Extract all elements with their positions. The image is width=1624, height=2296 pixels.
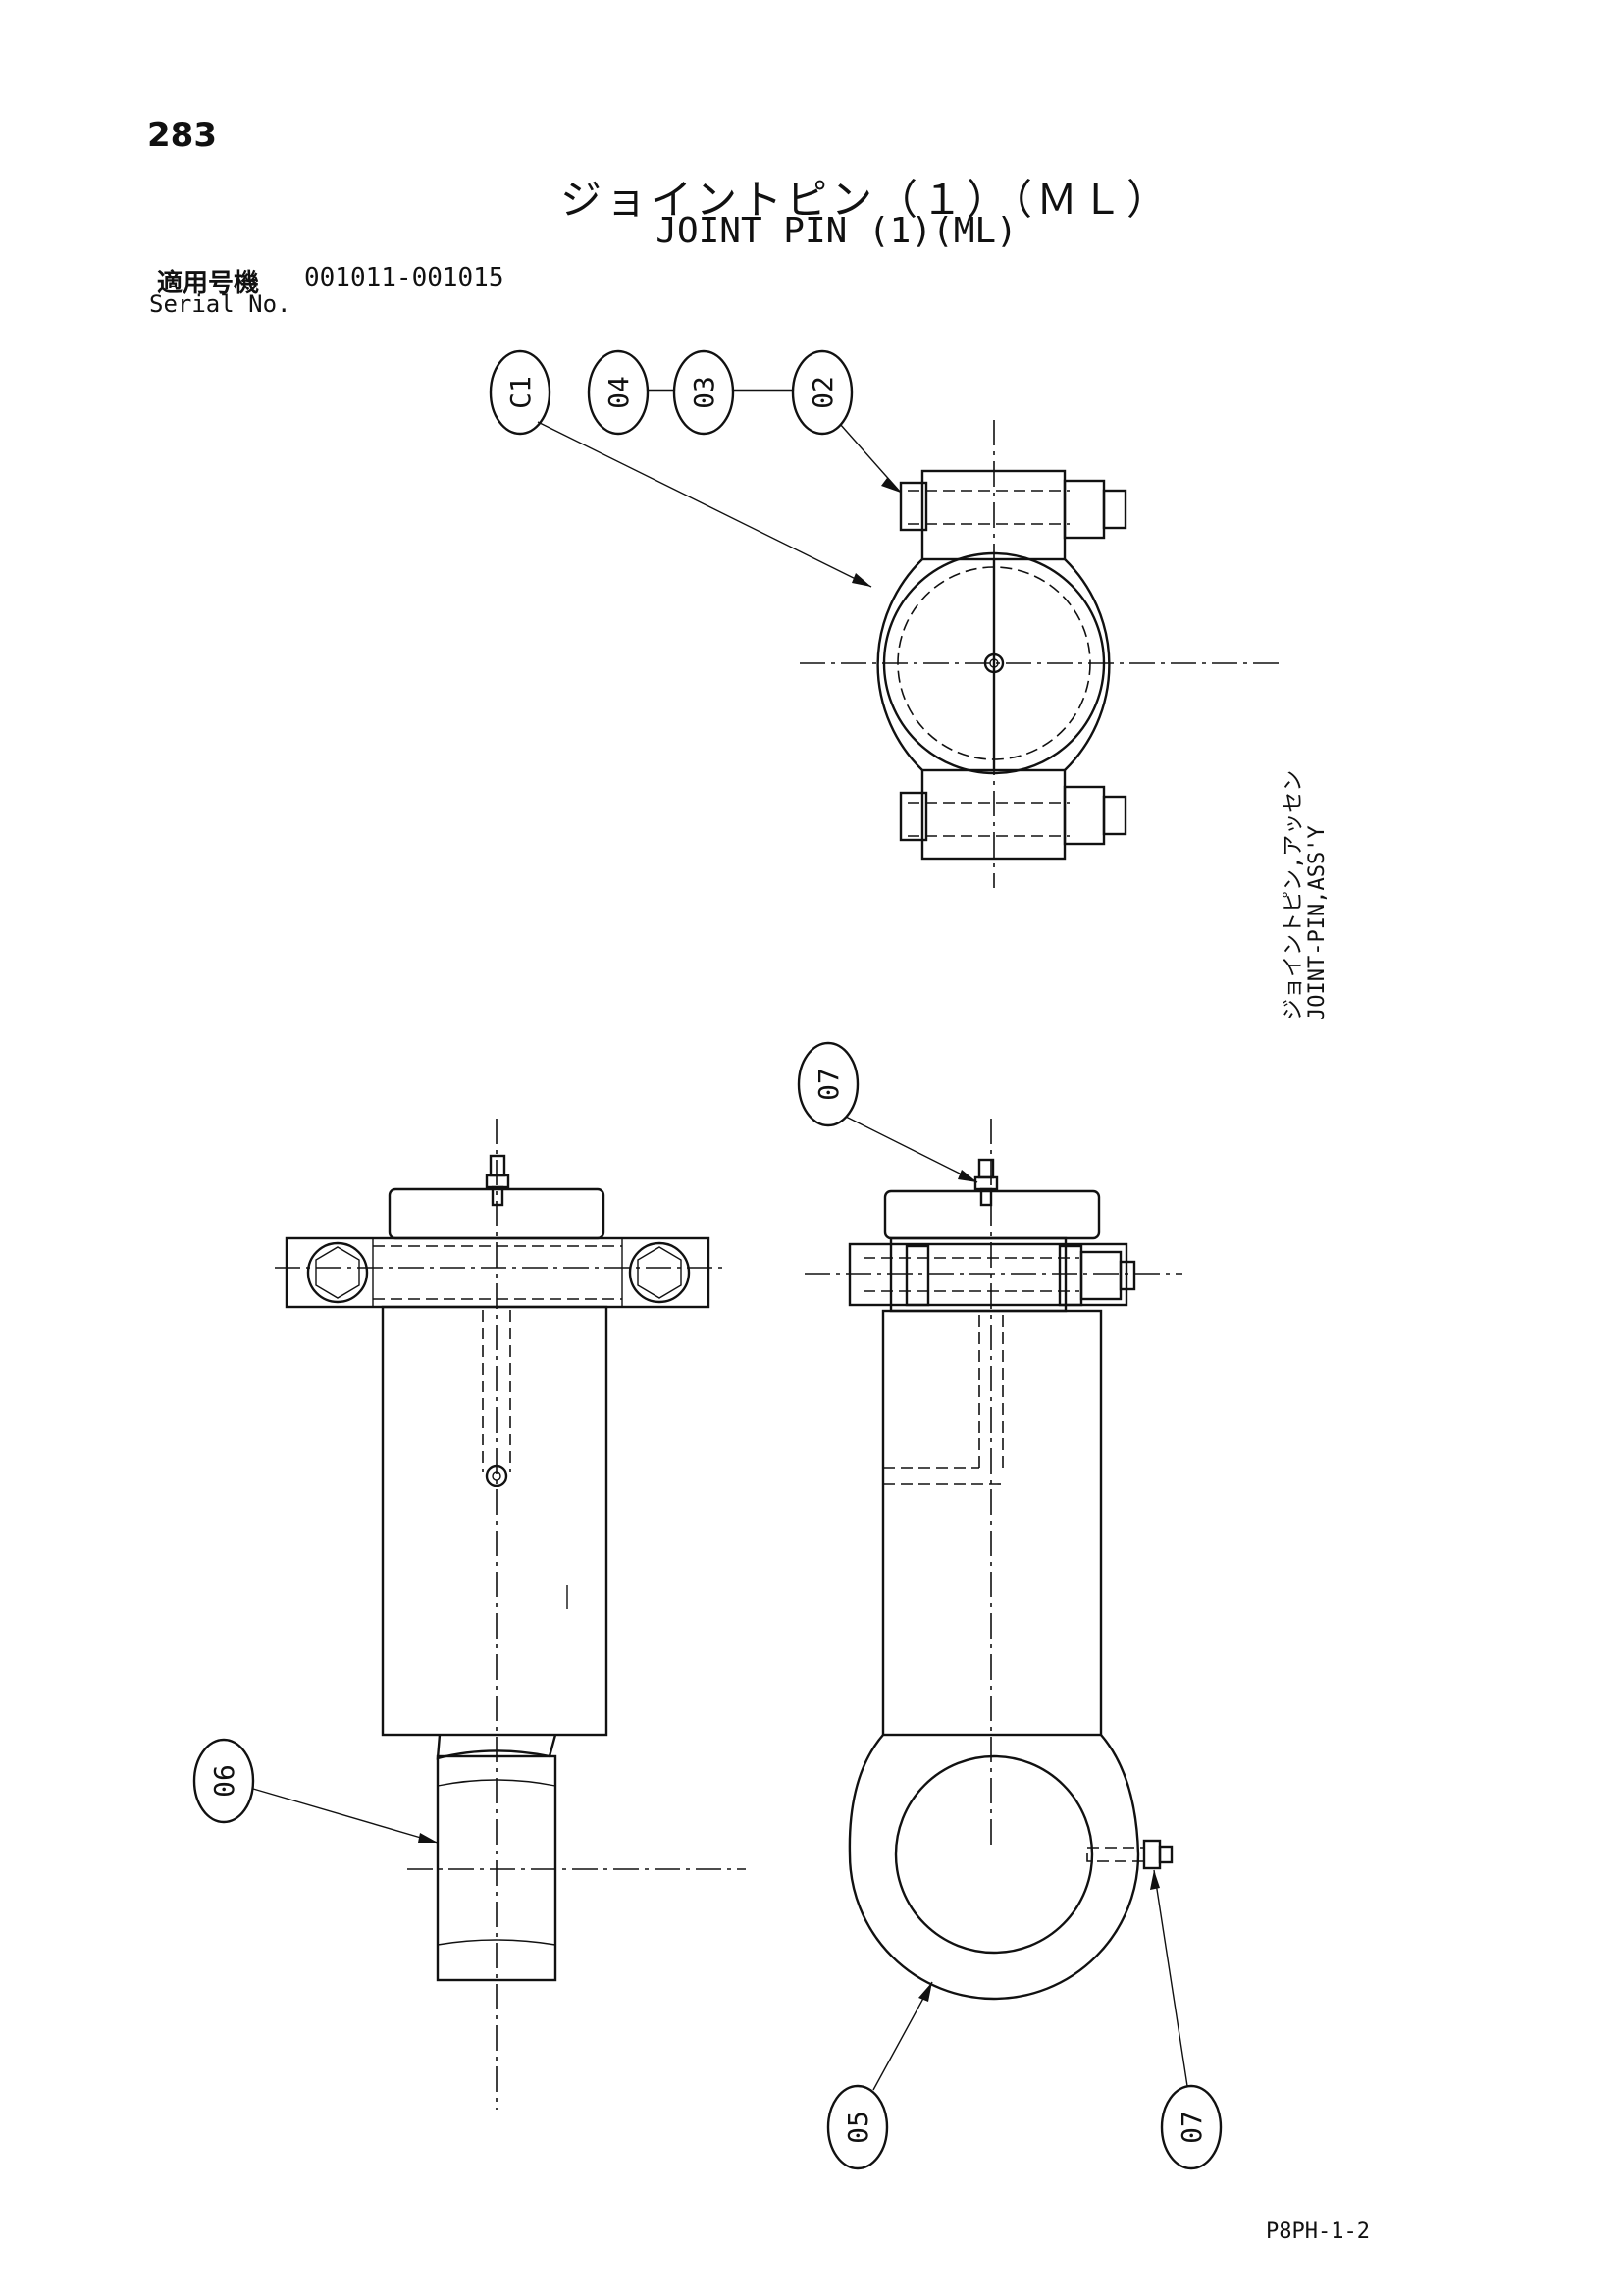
callout-label: 07 (1176, 2111, 1208, 2144)
callout-bubble (192, 1738, 255, 1824)
serial-label-english: Serial No. (149, 290, 291, 318)
callout-label: C1 (504, 376, 537, 409)
callout-label: 05 (842, 2111, 874, 2144)
callout-bubble (791, 349, 854, 436)
callout-bubble (797, 1041, 860, 1127)
callout-bubble (672, 349, 735, 436)
right-side-view (805, 1119, 1182, 2001)
callout-label: 06 (208, 1764, 240, 1798)
callout-bubble (489, 349, 551, 436)
title-japanese: ジョイントピン（１）（ＭＬ） (559, 176, 1172, 224)
callout-label: 03 (688, 376, 720, 409)
callout-bubble (826, 2084, 889, 2170)
title-english: JOINT PIN (1)(ML) (655, 211, 1018, 251)
page-code: P8PH-1-2 (1266, 2219, 1370, 2244)
callout-label: 04 (602, 376, 635, 409)
page-number: 283 (147, 116, 217, 155)
callout-label: 07 (812, 1068, 845, 1101)
callout-bubble (587, 349, 650, 436)
serial-label-japanese: 適用号機 (157, 269, 260, 298)
top-clamp-view (800, 420, 1281, 888)
callout-label: 02 (807, 376, 839, 409)
left-side-view (275, 1119, 746, 2110)
callout-bubble (1160, 2084, 1223, 2170)
callouts: C1 04 03 02 07 06 05 07 (192, 349, 1223, 2170)
serial-range: 001011-001015 (304, 263, 504, 292)
